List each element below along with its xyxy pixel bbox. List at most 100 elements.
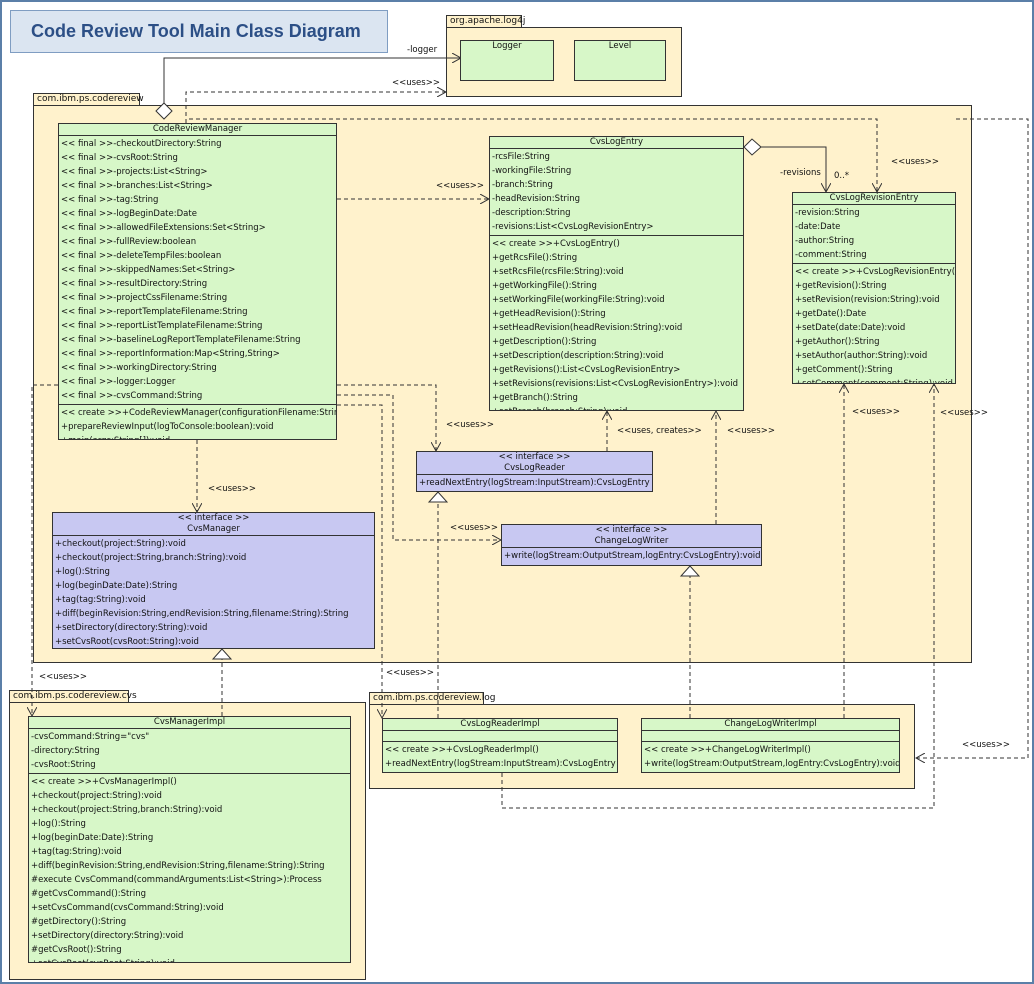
label-uses-writer-entry: <<uses>>	[727, 426, 775, 436]
class-crm-name: CodeReviewManager	[59, 124, 336, 136]
class-cvslogentry-operations-row: +setRevisions(revisions:List<CvsLogRevis…	[492, 379, 738, 389]
interface-cvsmanager-operations-row: +setDirectory(directory:String):void	[55, 623, 208, 633]
class-writerimpl-operations: << create >>+ChangeLogWriterImpl()+write…	[642, 742, 899, 772]
class-crm-attributes-row: << final >>-fullReview:boolean	[61, 237, 197, 247]
interface-cvsmanager-name: CvsManager	[187, 524, 240, 534]
class-revisionentry-attributes-row: -revision:String	[795, 208, 860, 218]
class-crm-attributes-row: << final >>-logBeginDate:Date	[61, 209, 197, 219]
class-cvslogentry-name: CvsLogEntry	[490, 137, 743, 149]
class-crm-attributes-row: << final >>-reportInformation:Map<String…	[61, 349, 280, 359]
class-readerimpl-name: CvsLogReaderImpl	[383, 719, 617, 731]
class-readerimpl-attributes	[383, 731, 617, 742]
class-crm-attributes-row: << final >>-deleteTempFiles:boolean	[61, 251, 222, 261]
interface-writer-operations-row: +write(logStream:OutputStream,logEntry:C…	[504, 551, 761, 561]
class-crm-attributes-row: << final >>-reportListTemplateFilename:S…	[61, 321, 263, 331]
class-revisionentry-operations-row: << create >>+CvsLogRevisionEntry()	[795, 267, 956, 277]
class-revisionentry-operations-row: +getAuthor():String	[795, 337, 880, 347]
class-crm-operations-row: +prepareReviewInput(logToConsole:boolean…	[61, 422, 274, 432]
class-crm-attributes-row: << final >>-projects:List<String>	[61, 167, 208, 177]
class-revisionentry-operations-row: +setAuthor(author:String):void	[795, 351, 928, 361]
realize-triangle-writer	[679, 565, 701, 577]
label-uses-readerimpl-rev: <<uses>>	[940, 408, 988, 418]
class-cvslogentry-operations-row: +getRcsFile():String	[492, 253, 578, 263]
class-cvsmanagerimpl-operations-row: +setDirectory(directory:String):void	[31, 931, 184, 941]
class-cvslogentry-operations-row: +setBranch(branch:String):void	[492, 405, 741, 410]
class-revisionentry-operations-row: +setDate(date:Date):void	[795, 323, 906, 333]
class-cvsmanagerimpl-operations-row: +diff(beginRevision:String,endRevision:S…	[31, 861, 325, 871]
class-cvs-log-entry[interactable]: CvsLogEntry -rcsFile:String -workingFile:…	[489, 136, 744, 411]
interface-reader-operations-row: +readNextEntry(logStream:InputStream):Cv…	[419, 478, 650, 488]
interface-change-log-writer[interactable]: << interface >> ChangeLogWriter +write(l…	[501, 524, 762, 566]
class-crm-attributes-row: << final >>-baselineLogReportTemplateFil…	[61, 335, 301, 345]
class-readerimpl-operations: << create >>+CvsLogReaderImpl()+readNext…	[383, 742, 617, 772]
package-tab-cvs: com.ibm.ps.codereview.cvs	[9, 690, 137, 703]
class-writerimpl-operations-row: +write(logStream:OutputStream,logEntry:C…	[644, 759, 900, 769]
class-cvs-log-revision-entry[interactable]: CvsLogRevisionEntry -revision:String -dat…	[792, 192, 956, 384]
class-cvsmanagerimpl-operations-row: +tag(tag:String):void	[31, 847, 122, 857]
interface-cvsmanager-stereotype: << interface >>	[177, 513, 250, 523]
label-uses-cvsmanager: <<uses>>	[208, 484, 256, 494]
class-cvslogentry-operations-row: << create >>+CvsLogEntry()	[492, 239, 620, 249]
class-cvs-log-reader-impl[interactable]: CvsLogReaderImpl << create >>+CvsLogRead…	[382, 718, 618, 773]
class-revisionentry-operations-row: +getRevision():String	[795, 281, 887, 291]
package-tab-log: com.ibm.ps.codereview.log	[369, 692, 495, 705]
composition-diamond-entry	[743, 138, 762, 156]
class-revisionentry-attributes-row: -comment:String	[795, 250, 867, 260]
class-level-name: Level	[608, 41, 632, 51]
interface-cvsmanager-operations: +checkout(project:String):void+checkout(…	[53, 536, 374, 648]
class-code-review-manager[interactable]: CodeReviewManager << final >>-checkoutDi…	[58, 123, 337, 440]
class-cvslogentry-operations-row: +getWorkingFile():String	[492, 281, 597, 291]
class-revisionentry-operations-row: +setComment(comment:String):void	[795, 379, 953, 384]
diagram-title: Code Review Tool Main Class Diagram	[10, 10, 388, 53]
class-cvsmanagerimpl-operations-row: #getCvsCommand():String	[31, 889, 147, 899]
uses-crm-revisionentry	[185, 118, 877, 192]
class-writerimpl-attributes	[642, 731, 899, 742]
class-cvsmanagerimpl-operations-row: +checkout(project:String):void	[31, 791, 162, 801]
class-crm-attributes-row: << final >>-logger:Logger	[61, 377, 176, 387]
class-cvsmanagerimpl-attributes-row: -cvsCommand:String="cvs"	[31, 732, 150, 742]
label-multiplicity: 0..*	[834, 171, 850, 181]
label-logger-role: -logger	[407, 45, 438, 55]
class-logger[interactable]: Logger	[460, 40, 554, 81]
class-revisionentry-name: CvsLogRevisionEntry	[793, 193, 955, 205]
uses-crm-log4j	[185, 92, 446, 123]
label-uses-log4j: <<uses>>	[392, 78, 440, 88]
class-cvs-manager-impl[interactable]: CvsManagerImpl -cvsCommand:String="cvs"-…	[28, 716, 351, 963]
label-uses-entry: <<uses>>	[436, 181, 484, 191]
class-revisionentry-attributes-row: -author:String	[795, 236, 855, 246]
interface-cvsmanager-operations-row: +setCvsRoot(cvsRoot:String):void	[55, 637, 199, 647]
class-cvsmanagerimpl-attributes-row: -cvsRoot:String	[31, 760, 96, 770]
class-crm-attributes-row: << final >>-cvsCommand:String	[61, 391, 203, 401]
class-cvslogentry-attributes-row: -workingFile:String	[492, 166, 572, 176]
class-change-log-writer-impl[interactable]: ChangeLogWriterImpl << create >>+ChangeL…	[641, 718, 900, 773]
label-uses-right: <<uses>>	[962, 740, 1010, 750]
class-cvslogentry-attributes-row: -rcsFile:String	[492, 152, 550, 162]
interface-cvs-log-reader[interactable]: << interface >> CvsLogReader +readNextEn…	[416, 451, 653, 492]
class-revisionentry-attributes-row: -date:Date	[795, 222, 841, 232]
class-level[interactable]: Level	[574, 40, 666, 81]
class-cvsmanagerimpl-operations-row: #getDirectory():String	[31, 917, 127, 927]
class-cvsmanagerimpl-operations: << create >>+CvsManagerImpl()+checkout(p…	[29, 774, 350, 962]
label-uses-reader: <<uses>>	[446, 420, 494, 430]
package-tab-codereview: com.ibm.ps.codereview	[33, 93, 144, 106]
class-crm-attributes-row: << final >>-resultDirectory:String	[61, 279, 208, 289]
realize-triangle-reader	[427, 491, 449, 503]
label-uses-cvsimpl: <<uses>>	[39, 672, 87, 682]
interface-cvsmanager-operations-row: +log():String	[55, 567, 110, 577]
label-uses-creates: <<uses, creates>>	[617, 426, 702, 436]
class-crm-attributes-row: << final >>-checkoutDirectory:String	[61, 139, 222, 149]
class-cvslogentry-operations: << create >>+CvsLogEntry() +getRcsFile():…	[490, 236, 743, 410]
class-readerimpl-operations-row: +readNextEntry(logStream:InputStream):Cv…	[385, 759, 616, 769]
interface-cvsmanager-operations-row: +checkout(project:String,branch:String):…	[55, 553, 247, 563]
class-cvsmanagerimpl-operations-row: +log(beginDate:Date):String	[31, 833, 154, 843]
label-uses-revision: <<uses>>	[891, 157, 939, 167]
interface-reader-name: CvsLogReader	[504, 463, 565, 473]
class-revisionentry-operations-row: +getComment():String	[795, 365, 893, 375]
class-cvslogentry-attributes-row: -headRevision:String	[492, 194, 581, 204]
class-cvslogentry-operations-row: +getBranch():String	[492, 393, 578, 403]
class-crm-operations: << create >>+CodeReviewManager(configura…	[59, 405, 336, 439]
class-revisionentry-operations-row: +getDate():Date	[795, 309, 867, 319]
interface-cvs-manager[interactable]: << interface >> CvsManager +checkout(pro…	[52, 512, 375, 649]
class-cvsmanagerimpl-attributes: -cvsCommand:String="cvs"-directory:Strin…	[29, 729, 350, 774]
class-revisionentry-operations: << create >>+CvsLogRevisionEntry() +getRe…	[793, 264, 956, 384]
